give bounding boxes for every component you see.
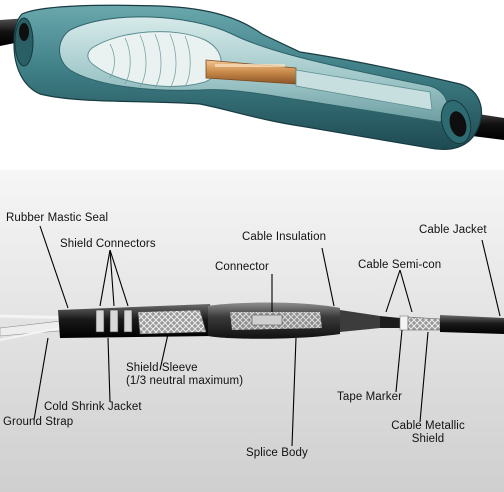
label-cable-metallic-line2: Shield (411, 433, 445, 445)
cutaway-illustration (0, 0, 504, 165)
label-splice-body: Splice Body (246, 447, 308, 459)
label-connector: Connector (215, 261, 269, 273)
label-shield-sleeve-note: (1/3 neutral maximum) (126, 375, 244, 387)
label-cold-shrink-jacket: Cold Shrink Jacket (44, 401, 142, 413)
leader-lines (33, 225, 501, 447)
label-shield-sleeve: Shield Sleeve (126, 362, 198, 374)
label-cable-jacket: Cable Jacket (419, 224, 487, 236)
labeled-splice-photo (0, 170, 504, 492)
label-cable-insulation: Cable Insulation (242, 231, 327, 243)
label-rubber-mastic-seal: Rubber Mastic Seal (6, 212, 109, 224)
tape-marker-band (399, 315, 409, 331)
right-cable-jacket (440, 315, 504, 334)
label-shield-connectors: Shield Connectors (60, 238, 156, 250)
label-ground-strap: Ground Strap (3, 416, 74, 428)
splice-assembly (0, 302, 504, 341)
shield-sleeve-braid (137, 309, 207, 335)
label-tape-marker: Tape Marker (337, 391, 403, 403)
stress-cone (87, 31, 222, 87)
cone-ridges (109, 33, 191, 89)
label-cable-semi-con: Cable Semi-con (358, 259, 442, 271)
label-cable-metallic-line1: Cable Metallic (391, 420, 465, 432)
